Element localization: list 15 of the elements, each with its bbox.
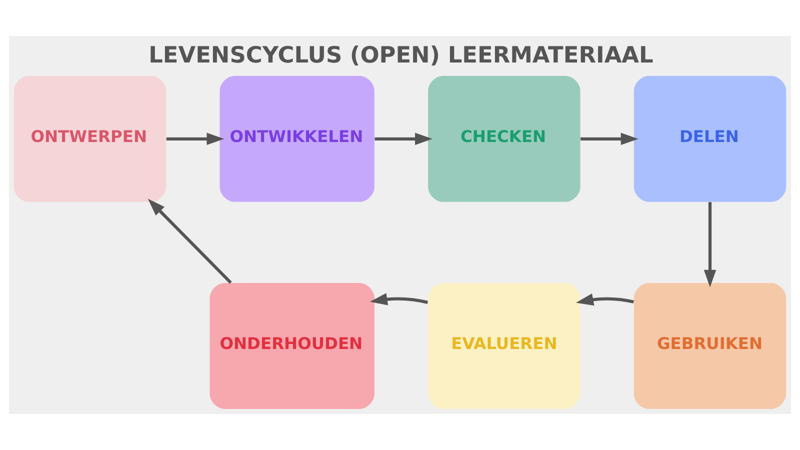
node-box: ONDERHOUDEN: [210, 283, 374, 409]
node-box: GEBRUIKEN: [634, 283, 786, 409]
node-box: CHECKEN: [428, 76, 580, 202]
arrow: [580, 132, 638, 146]
arrow: [166, 132, 224, 146]
arrow: [576, 294, 634, 306]
arrow: [148, 198, 232, 284]
node-box: EVALUEREN: [428, 283, 580, 409]
arrow: [704, 202, 716, 288]
node-box: DELEN: [634, 76, 786, 202]
diagram-title: LEVENSCYCLUS (OPEN) LEERMATERIAAL: [148, 42, 654, 69]
arrow: [370, 293, 428, 306]
node-box: ONTWERPEN: [14, 76, 166, 202]
arrow: [374, 132, 433, 146]
node-box: ONTWIKKELEN: [220, 76, 374, 202]
